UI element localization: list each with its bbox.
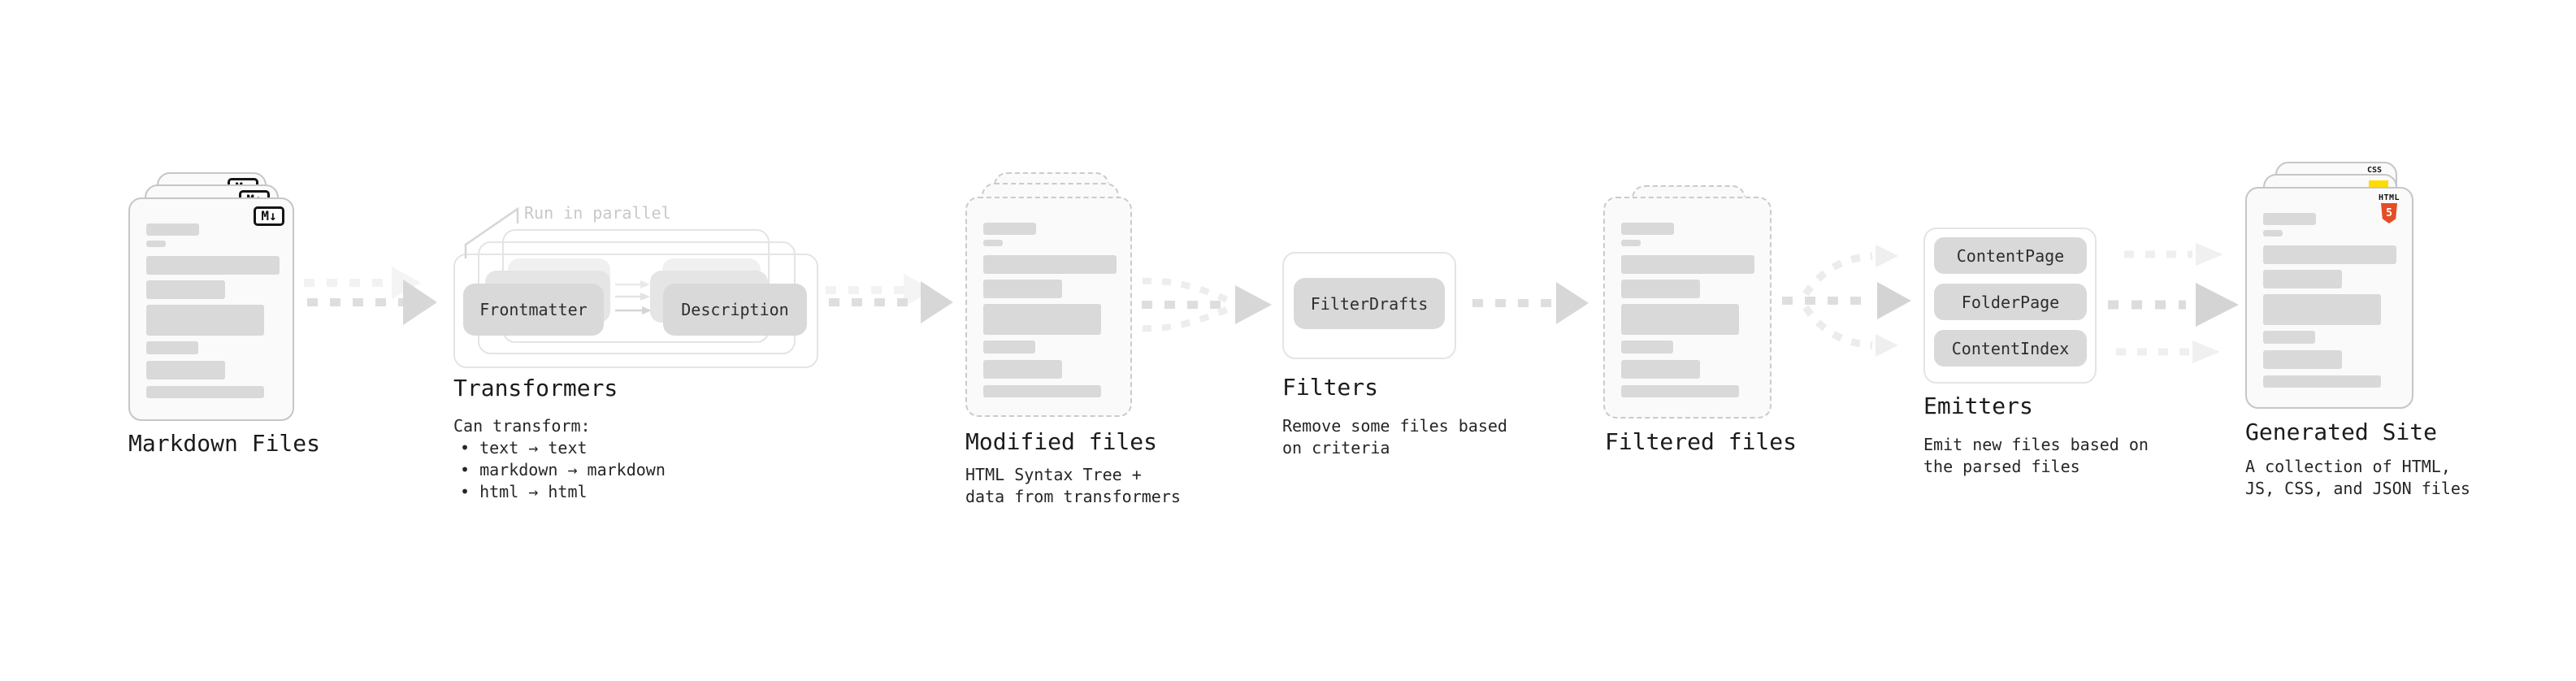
modified-files-label: Modified files xyxy=(965,428,1158,455)
arrowhead xyxy=(403,280,437,325)
filters-label: Filters xyxy=(1282,374,1379,401)
flow-arrow-md-to-transformers xyxy=(304,267,437,325)
doc-skeleton-bar xyxy=(2263,245,2396,264)
modified-files-desc-line2: data from transformers xyxy=(965,487,1181,506)
markdown-files-label: Markdown Files xyxy=(128,430,321,457)
doc-skeleton-bar xyxy=(146,361,225,380)
filters-desc-line2: on criteria xyxy=(1282,438,1390,458)
parallel-note-leader-line xyxy=(464,206,519,258)
doc-skeleton-bar xyxy=(1621,223,1674,235)
doc-skeleton-bar xyxy=(983,280,1062,298)
folderpage-box: FolderPage xyxy=(1934,284,2087,320)
mini-arrowhead xyxy=(640,293,650,301)
description-box: Description xyxy=(663,284,807,336)
doc-skeleton-bar xyxy=(146,241,166,247)
doc-skeleton-bar xyxy=(2263,375,2381,388)
doc-skeleton-bar xyxy=(983,360,1062,379)
doc-skeleton-bar xyxy=(1621,304,1739,335)
doc-skeleton-bar xyxy=(2263,230,2283,236)
flow-arrow-filtered-to-emitters xyxy=(1782,245,1911,357)
flow-arrow-filters-to-filtered xyxy=(1472,282,1589,324)
doc-skeleton-bar xyxy=(1621,360,1700,379)
leader-line xyxy=(464,206,519,258)
doc-skeleton-bar xyxy=(2263,270,2342,288)
filterdrafts-box: FilterDrafts xyxy=(1294,278,1445,329)
doc-skeleton-bar xyxy=(1621,280,1700,298)
doc-skeleton-bar xyxy=(146,386,264,398)
arrowhead xyxy=(1556,282,1589,324)
doc-skeleton-bar xyxy=(146,256,280,275)
filters-desc-line1: Remove some files based xyxy=(1282,416,1507,436)
split-curve-top xyxy=(1802,252,1873,297)
frontmatter-box: Frontmatter xyxy=(463,284,604,336)
merge-curve-bottom xyxy=(1142,306,1230,332)
doc-skeleton-bar xyxy=(2263,213,2316,225)
doc-skeleton-bar xyxy=(146,280,225,299)
mini-arrowhead xyxy=(642,306,652,314)
parallel-run-arrows xyxy=(615,280,652,314)
transformers-bullet: • markdown → markdown xyxy=(460,460,666,479)
transformers-label: Transformers xyxy=(453,375,618,401)
transformers-bullet: • html → html xyxy=(460,482,588,501)
arrowhead xyxy=(1235,285,1272,324)
doc-skeleton-bar xyxy=(1621,385,1739,397)
markdown-file-card-front: M↓ xyxy=(128,197,294,421)
emitters-container xyxy=(1923,228,2097,384)
html5-icon: HTML 5 xyxy=(2379,194,2400,223)
merge-curve-top xyxy=(1142,277,1230,304)
flow-arrow-transformers-to-modified xyxy=(826,274,953,323)
transformers-bullet: • text → text xyxy=(460,438,588,458)
emitters-desc-line2: the parsed files xyxy=(1923,457,2080,476)
doc-skeleton-bar xyxy=(1621,240,1641,246)
doc-skeleton-bar xyxy=(983,240,1003,246)
generated-site-label: Generated Site xyxy=(2245,419,2438,445)
html5-wordmark: HTML xyxy=(2379,193,2400,202)
generated-site-desc-line1: A collection of HTML, xyxy=(2245,457,2451,476)
arrowhead xyxy=(1877,282,1911,319)
parallel-note: Run in parallel xyxy=(524,203,671,223)
filtered-file-card-front xyxy=(1603,197,1772,419)
markdown-icon: M↓ xyxy=(254,206,284,226)
flow-arrow-modified-to-filters xyxy=(1142,277,1272,332)
generated-site-desc-line2: JS, CSS, and JSON files xyxy=(2245,479,2470,498)
ghost-arrowhead xyxy=(904,274,935,306)
generated-file-card-front: HTML 5 xyxy=(2245,187,2413,409)
html5-shield: 5 xyxy=(2381,203,2397,223)
doc-skeleton-bar xyxy=(146,305,264,336)
doc-skeleton-bar xyxy=(2263,331,2315,344)
filters-container xyxy=(1282,252,1456,359)
modified-file-card-front xyxy=(965,197,1132,417)
light-arrowhead xyxy=(2192,340,2220,363)
transformers-desc-title: Can transform: xyxy=(453,416,591,436)
doc-skeleton-bar xyxy=(1621,255,1754,274)
arrowhead xyxy=(921,281,953,323)
split-curve-bottom xyxy=(1802,305,1873,349)
doc-skeleton-bar xyxy=(2263,294,2381,325)
light-arrowhead xyxy=(1876,334,1898,357)
flow-arrow-emitters-to-site xyxy=(2108,243,2239,363)
doc-skeleton-bar xyxy=(983,255,1117,274)
contentpage-box: ContentPage xyxy=(1934,237,2087,274)
arrowhead xyxy=(2196,283,2239,327)
modified-files-desc-line1: HTML Syntax Tree + xyxy=(965,465,1142,484)
filtered-files-label: Filtered files xyxy=(1605,428,1798,455)
doc-skeleton-bar xyxy=(983,223,1036,235)
doc-skeleton-bar xyxy=(1621,340,1673,354)
light-arrowhead xyxy=(1876,245,1898,267)
doc-skeleton-bar xyxy=(146,223,199,236)
doc-skeleton-bar xyxy=(2263,350,2342,369)
doc-skeleton-bar xyxy=(983,385,1101,397)
light-arrowhead xyxy=(2196,243,2223,266)
mini-arrowhead xyxy=(640,280,650,288)
html5-numeral: 5 xyxy=(2386,207,2392,219)
doc-skeleton-bar xyxy=(146,341,198,354)
doc-skeleton-bar xyxy=(983,304,1101,335)
doc-skeleton-bar xyxy=(983,340,1035,354)
emitters-desc-line1: Emit new files based on xyxy=(1923,435,2149,454)
transformers-container-front xyxy=(453,254,818,368)
contentindex-box: ContentIndex xyxy=(1934,330,2087,367)
emitters-label: Emitters xyxy=(1923,393,2033,419)
